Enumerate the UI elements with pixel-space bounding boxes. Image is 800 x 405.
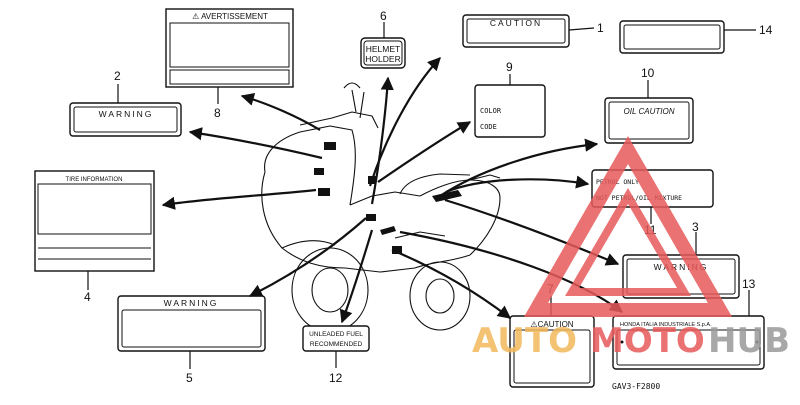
color-line1: COLOR bbox=[480, 107, 502, 115]
callout-4: 4 bbox=[84, 290, 91, 304]
watermark-logo: AUTO MOTO HUB bbox=[472, 135, 790, 361]
warning-left-text: WARNING bbox=[99, 109, 154, 119]
avertissement-text: ⚠ AVERTISSEMENT bbox=[192, 12, 268, 21]
watermark-triangle-inner bbox=[565, 188, 691, 296]
label-warning-bottom: WARNING bbox=[117, 295, 266, 352]
label-blank-14 bbox=[619, 20, 725, 54]
callout-6: 6 bbox=[380, 9, 387, 23]
label-honda-italia: HONDA ITALIA INDUSTRIALE S.p.A. bbox=[612, 315, 765, 370]
helmet-line1: HELMET bbox=[366, 44, 400, 54]
label-color-code: COLOR CODE bbox=[474, 84, 546, 138]
callout-3: 3 bbox=[692, 220, 699, 234]
label-helmet-holder: HELMET HOLDER bbox=[360, 37, 406, 69]
label-avertissement: ⚠ AVERTISSEMENT bbox=[165, 8, 294, 88]
color-line2: CODE bbox=[480, 123, 497, 131]
unleaded-line1: UNLEADED FUEL bbox=[309, 331, 363, 338]
label-tire-information: TIRE INFORMATION bbox=[34, 170, 155, 272]
callout-12: 12 bbox=[329, 371, 343, 385]
callout-9: 9 bbox=[506, 60, 513, 74]
label-caution-top: CAUTION bbox=[462, 14, 570, 48]
callout-13: 13 bbox=[742, 277, 756, 291]
diagram-code: GAV3-F2800 bbox=[612, 382, 660, 391]
label-unleaded-fuel: UNLEADED FUEL RECOMMENDED bbox=[302, 325, 370, 352]
watermark-auto: AUTO bbox=[472, 321, 577, 361]
unleaded-line2: RECOMMENDED bbox=[310, 341, 363, 348]
caution-bottom-text: ⚠CAUTION bbox=[530, 320, 573, 329]
callout-10: 10 bbox=[641, 66, 655, 80]
watermark-hub: HUB bbox=[708, 321, 790, 361]
petrol-line2: NOT PETROL/OIL MIXTURE bbox=[596, 194, 682, 202]
label-caution-bottom: ⚠CAUTION bbox=[509, 315, 595, 388]
tire-info-text: TIRE INFORMATION bbox=[66, 177, 123, 183]
honda-italia-text: HONDA ITALIA INDUSTRIALE S.p.A. bbox=[620, 322, 712, 328]
callout-2: 2 bbox=[114, 69, 121, 83]
callouts: 1 2 3 4 5 6 7 8 9 10 11 12 13 14 bbox=[84, 9, 773, 385]
oil-caution-text: OIL CAUTION bbox=[624, 107, 675, 116]
pointer-arrows bbox=[161, 57, 624, 324]
callout-5: 5 bbox=[186, 371, 193, 385]
label-warning-left: WARNING bbox=[69, 102, 182, 137]
callout-1: 1 bbox=[597, 21, 604, 35]
warning-bottom-text: WARNING bbox=[164, 298, 219, 308]
scooter-outline bbox=[261, 82, 501, 333]
callout-8: 8 bbox=[214, 106, 221, 120]
label-oil-caution: OIL CAUTION bbox=[604, 97, 694, 144]
caution-top-text: CAUTION bbox=[490, 18, 542, 28]
helmet-line2: HOLDER bbox=[365, 54, 400, 64]
callout-14: 14 bbox=[759, 23, 773, 37]
warning-right-text: WARNING bbox=[654, 262, 709, 272]
watermark-moto: MOTO bbox=[590, 321, 705, 361]
watermark-triangle-outer bbox=[523, 135, 733, 317]
